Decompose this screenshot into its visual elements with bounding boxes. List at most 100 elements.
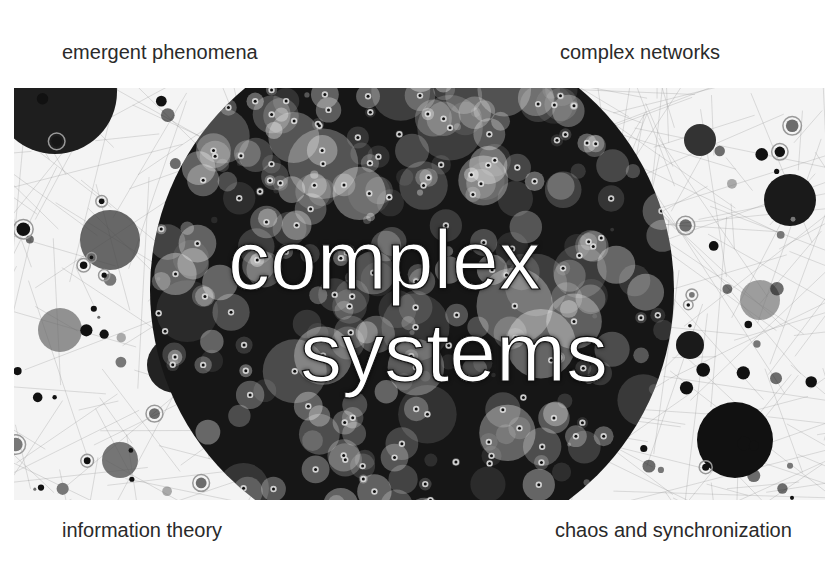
network-dot [161, 108, 175, 122]
bubble-ring [584, 140, 590, 146]
network-dot [791, 217, 796, 222]
bubble-core [362, 478, 365, 481]
network-dot [745, 321, 753, 329]
network-dot [787, 463, 793, 469]
topic-label: chaos and synchronization [555, 518, 792, 542]
bubble-ring [592, 140, 598, 146]
topic-label: information theory [62, 518, 222, 542]
bubble-ring [200, 362, 206, 368]
network-dots [14, 88, 817, 500]
bubble-ring [365, 93, 371, 99]
bubble-core [479, 182, 482, 185]
network-ring [99, 270, 110, 281]
network-dot [764, 174, 816, 226]
bubble-ring [236, 195, 242, 201]
bubble-core [367, 95, 370, 98]
bubble-ring [319, 147, 325, 153]
network-dot [129, 448, 134, 453]
bubble-ring [342, 457, 348, 463]
bubble-core [309, 208, 312, 211]
network-dot [90, 256, 94, 260]
bubble-core [602, 435, 605, 438]
bubble-core [270, 88, 273, 91]
network-dot [102, 273, 107, 278]
bubble-core [488, 133, 491, 136]
network-dot [790, 496, 794, 500]
network-ring [81, 454, 94, 467]
bubble-ring [420, 182, 426, 188]
bubble-ring [417, 92, 423, 98]
bubble-core [322, 162, 325, 165]
bubble-core [214, 155, 217, 158]
bubble-ring [600, 433, 606, 439]
network-dot [722, 284, 732, 294]
bubble-core [578, 254, 581, 257]
network-ring [146, 405, 163, 422]
bubble-ring [155, 310, 161, 316]
network-dot [14, 88, 117, 154]
core-bubbles [150, 88, 681, 500]
bubble-core [574, 435, 577, 438]
bubble-core [581, 421, 584, 424]
network-dot [17, 222, 31, 236]
bubble-ring [535, 101, 541, 107]
bubble [424, 454, 437, 467]
bubble-ring [425, 174, 431, 180]
network-dot [97, 316, 100, 319]
bubble [218, 172, 238, 192]
bubble-core [174, 272, 177, 275]
bubble-ring [277, 180, 283, 186]
bubble [626, 164, 640, 178]
bubble [523, 469, 555, 500]
bubble-core [202, 179, 205, 182]
bubble [543, 401, 568, 426]
bubble-ring [427, 497, 433, 500]
network-dot [737, 437, 751, 451]
bubble [211, 217, 217, 223]
bubble-ring [350, 415, 356, 421]
bubble-ring [162, 328, 168, 334]
network-ring [48, 133, 65, 150]
bubble-ring [252, 98, 258, 104]
bubble [261, 477, 286, 500]
network-dot [680, 381, 693, 394]
bubble-ring [425, 111, 431, 117]
network-dot [129, 477, 134, 482]
bubble-core [307, 405, 310, 408]
network-dot [676, 331, 704, 359]
bubble [273, 175, 288, 190]
network-dot [786, 120, 799, 133]
bubble-ring [315, 121, 321, 127]
bubble-core [424, 483, 427, 486]
bubble-ring [194, 240, 200, 246]
core-circle: complex systems [150, 28, 674, 552]
bubble-ring [320, 161, 326, 167]
bubble-core [487, 164, 490, 167]
network-dot [770, 282, 784, 296]
network-link [639, 88, 675, 128]
bubble-ring [341, 419, 347, 425]
network-ring [686, 289, 698, 301]
bubble [470, 467, 505, 500]
bubble [584, 479, 590, 485]
network-link [79, 401, 119, 410]
bubble-core [313, 184, 316, 187]
network-dot [100, 330, 109, 339]
bubble-ring [424, 411, 430, 417]
network-link [768, 417, 825, 425]
bubble-ring [325, 107, 331, 113]
network-dot [640, 445, 647, 452]
bubble [323, 488, 359, 500]
bubble-core [157, 312, 160, 315]
bubble-core [351, 416, 354, 419]
bubble [256, 187, 264, 195]
bubble-core [196, 242, 199, 245]
network-link [76, 267, 94, 304]
bubble-core [342, 183, 345, 186]
network-link [138, 177, 149, 389]
bubble-core [429, 499, 432, 500]
bubble-ring [341, 182, 347, 188]
network-link [14, 499, 71, 500]
topic-label: complex networks [560, 40, 720, 64]
bubble [395, 130, 403, 138]
